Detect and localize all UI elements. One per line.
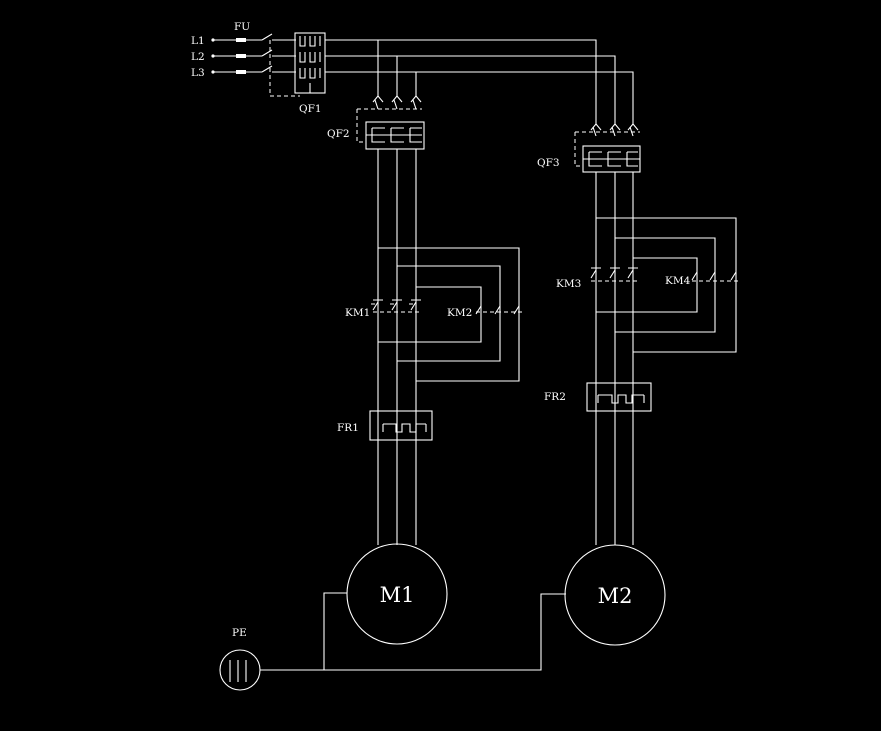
label-qf3: QF3 [537,157,560,169]
contactor-km3 [590,267,638,282]
branch-1-drops [377,40,417,96]
label-fr2: FR2 [544,391,566,403]
label-l3: L3 [191,67,205,79]
fuse-fu [211,33,300,97]
ground-section: PE [219,592,566,691]
label-km1: KM1 [345,307,370,319]
motor-m2-label: M2 [598,584,633,608]
motor-m2 [564,544,666,646]
contactor-km4 [691,268,740,290]
bus-lines [325,39,634,124]
label-pe: PE [232,627,247,639]
ground-plates [229,660,247,682]
label-km3: KM3 [556,278,581,290]
ground-symbol [219,649,261,691]
overload-fr2 [586,382,652,412]
label-l2: L2 [191,51,205,63]
label-qf2: QF2 [327,128,350,140]
breaker-qf2 [356,95,425,150]
branch-2: QF3 KM3 KM4 FR2 M2 [537,123,740,646]
label-l1: L1 [191,35,205,47]
label-km4: KM4 [665,275,691,287]
km2-return-lines [378,318,520,382]
supply-section: L1 L2 L3 FU QF1 [191,21,634,124]
breaker-qf1 [294,32,326,94]
label-fr1: FR1 [337,422,359,434]
ground-wires [260,592,566,671]
motor-m1 [346,543,448,645]
km2-feed-lines [378,247,520,300]
label-km2: KM2 [447,307,472,319]
contactor-km2 [475,300,524,318]
overload-fr1 [369,410,433,441]
km4-feed-lines [596,217,737,268]
branch-2-main-lines [595,172,634,545]
branch-1: QF2 KM1 KM2 FR1 M1 [327,95,524,645]
label-fu: FU [234,21,250,33]
branch-1-main-lines [377,149,417,545]
motor-m1-label: M1 [380,583,415,607]
breaker-qf3 [574,123,641,173]
label-qf1: QF1 [299,103,322,115]
contactor-km1 [371,299,421,313]
km4-return-lines [596,290,737,353]
